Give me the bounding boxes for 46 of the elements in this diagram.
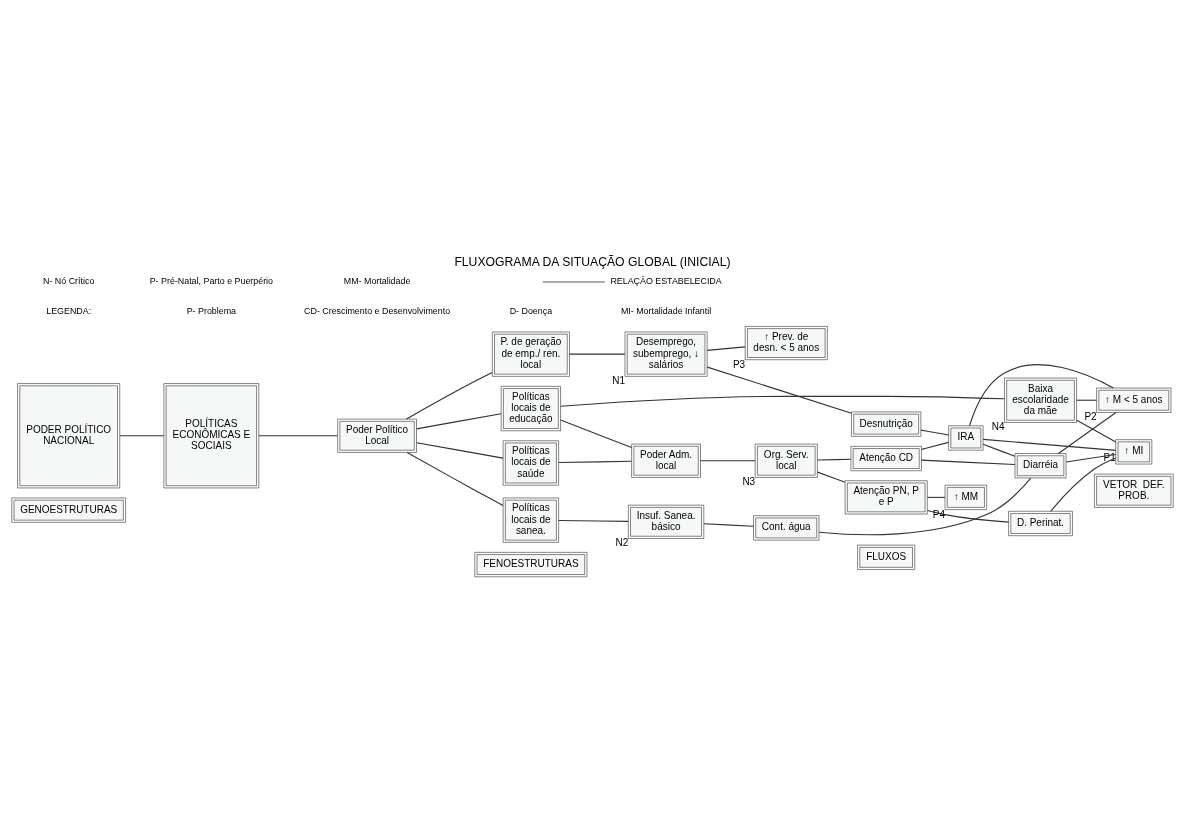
- label: P- Problema: [186, 306, 237, 317]
- connector: [406, 451, 504, 507]
- connector: [119, 435, 165, 437]
- label: P- Pré-Natal, Parto e Puerpério: [149, 276, 274, 287]
- connector: [560, 419, 633, 449]
- connector: [568, 353, 626, 355]
- connector: [921, 441, 950, 450]
- connector: [258, 435, 339, 437]
- connector: [969, 364, 1114, 427]
- connector: [416, 442, 504, 459]
- connector: [920, 429, 950, 436]
- node-label: N4: [991, 421, 1005, 433]
- label: MM- Mortalidade: [343, 276, 411, 287]
- node-label: N1: [612, 375, 625, 387]
- connector: [817, 471, 846, 483]
- connector: [817, 458, 852, 461]
- node-label: P2: [1084, 411, 1097, 423]
- connector: [982, 438, 1117, 451]
- label: N- Nó Crítico: [43, 276, 95, 287]
- connector: [558, 519, 629, 522]
- connector: [982, 443, 1016, 457]
- connector: [700, 460, 756, 462]
- label: MI- Mortalidade Infantil: [620, 306, 712, 317]
- connector: [416, 413, 502, 430]
- label: CD- Crescimento e Desenvolvimento: [304, 306, 451, 317]
- connector: [926, 509, 1010, 523]
- connector: [558, 460, 633, 464]
- connector: [1057, 411, 1117, 454]
- connector: [926, 496, 946, 498]
- connector: [703, 523, 755, 527]
- legend-label: RELAÇÃO ESTABELECIDA: [610, 276, 722, 287]
- label: LEGENDA:: [46, 306, 92, 317]
- connector: [920, 459, 1016, 466]
- connector: [406, 371, 493, 420]
- label: D- Doença: [509, 306, 553, 317]
- connector: [1076, 419, 1117, 443]
- diagram-title: FLUXOGRAMA DA SITUAÇÃO GLOBAL (INICIAL): [454, 255, 731, 270]
- connector: [1050, 457, 1117, 512]
- connector: [706, 346, 746, 351]
- node-label: N3: [742, 476, 756, 488]
- connector: [1076, 399, 1098, 401]
- connector: [706, 366, 852, 414]
- connector: [818, 477, 1032, 536]
- node-label: N2: [615, 537, 629, 549]
- node-label: P3: [732, 358, 746, 370]
- connector: [560, 395, 1005, 407]
